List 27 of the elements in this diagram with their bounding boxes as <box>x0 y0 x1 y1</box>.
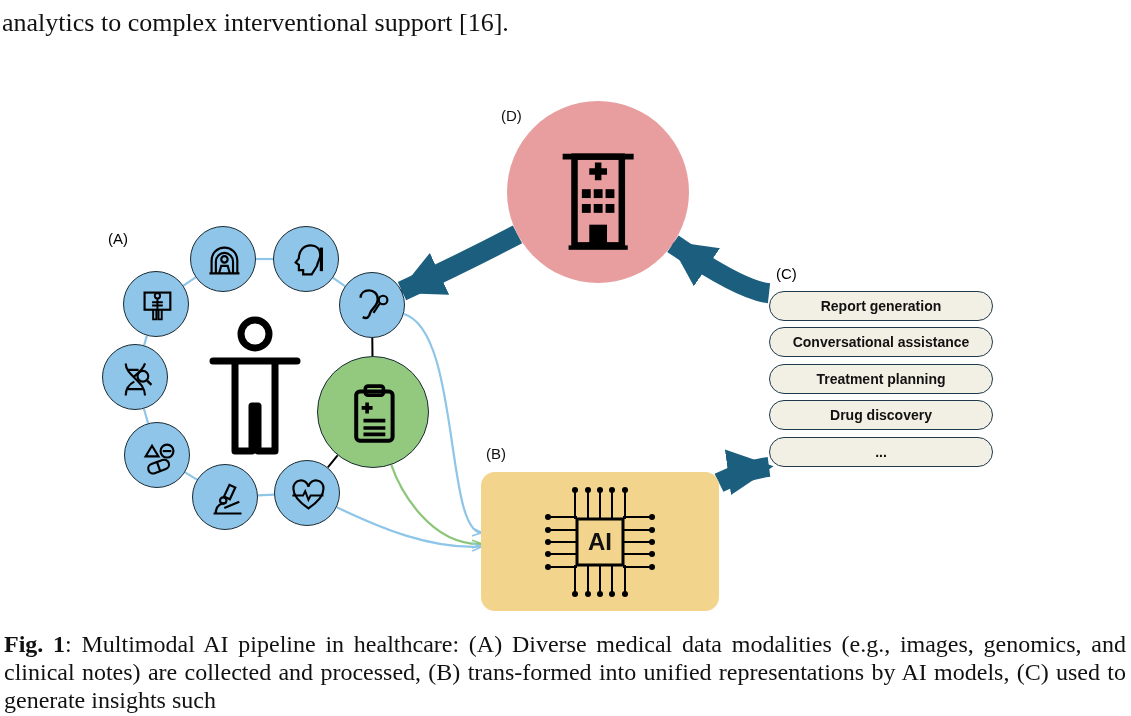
body-text: analytics to complex interventional support [16]. <box>2 8 509 38</box>
connector-line <box>184 471 198 481</box>
connector-line <box>257 493 275 497</box>
flow-arrow <box>714 450 774 496</box>
panel-label: (D) <box>501 107 522 124</box>
connector-line <box>143 335 148 346</box>
application-pill: Drug discovery <box>769 400 993 430</box>
arrow <box>336 506 483 552</box>
connector-line <box>256 257 273 261</box>
connector-line <box>142 408 150 424</box>
application-pill: ... <box>769 437 993 467</box>
panel-label: (C) <box>776 265 797 282</box>
connector-line <box>182 276 197 287</box>
flow-arrow <box>667 235 771 304</box>
connector-line <box>332 276 346 288</box>
application-pill: Conversational assistance <box>769 327 993 357</box>
panel-label: (B) <box>486 445 506 462</box>
application-pill: Treatment planning <box>769 364 993 394</box>
flow-arrow <box>397 225 523 301</box>
figure-caption: Fig. 1: Multimodal AI pipeline in healthcare: (A) Diverse medical data modalities (e.g., images, genomics, and clinical notes) are collected and processed, (B) trans-formed into unified representations by AI models, (C) used to generate insights such <box>4 630 1126 714</box>
arrow <box>403 313 483 534</box>
connector-line <box>326 454 339 469</box>
connector-line <box>371 337 374 357</box>
chip-label: AI <box>588 527 612 556</box>
application-pill: Report generation <box>769 291 993 321</box>
arrow <box>390 464 483 549</box>
panel-label: (A) <box>108 230 128 247</box>
